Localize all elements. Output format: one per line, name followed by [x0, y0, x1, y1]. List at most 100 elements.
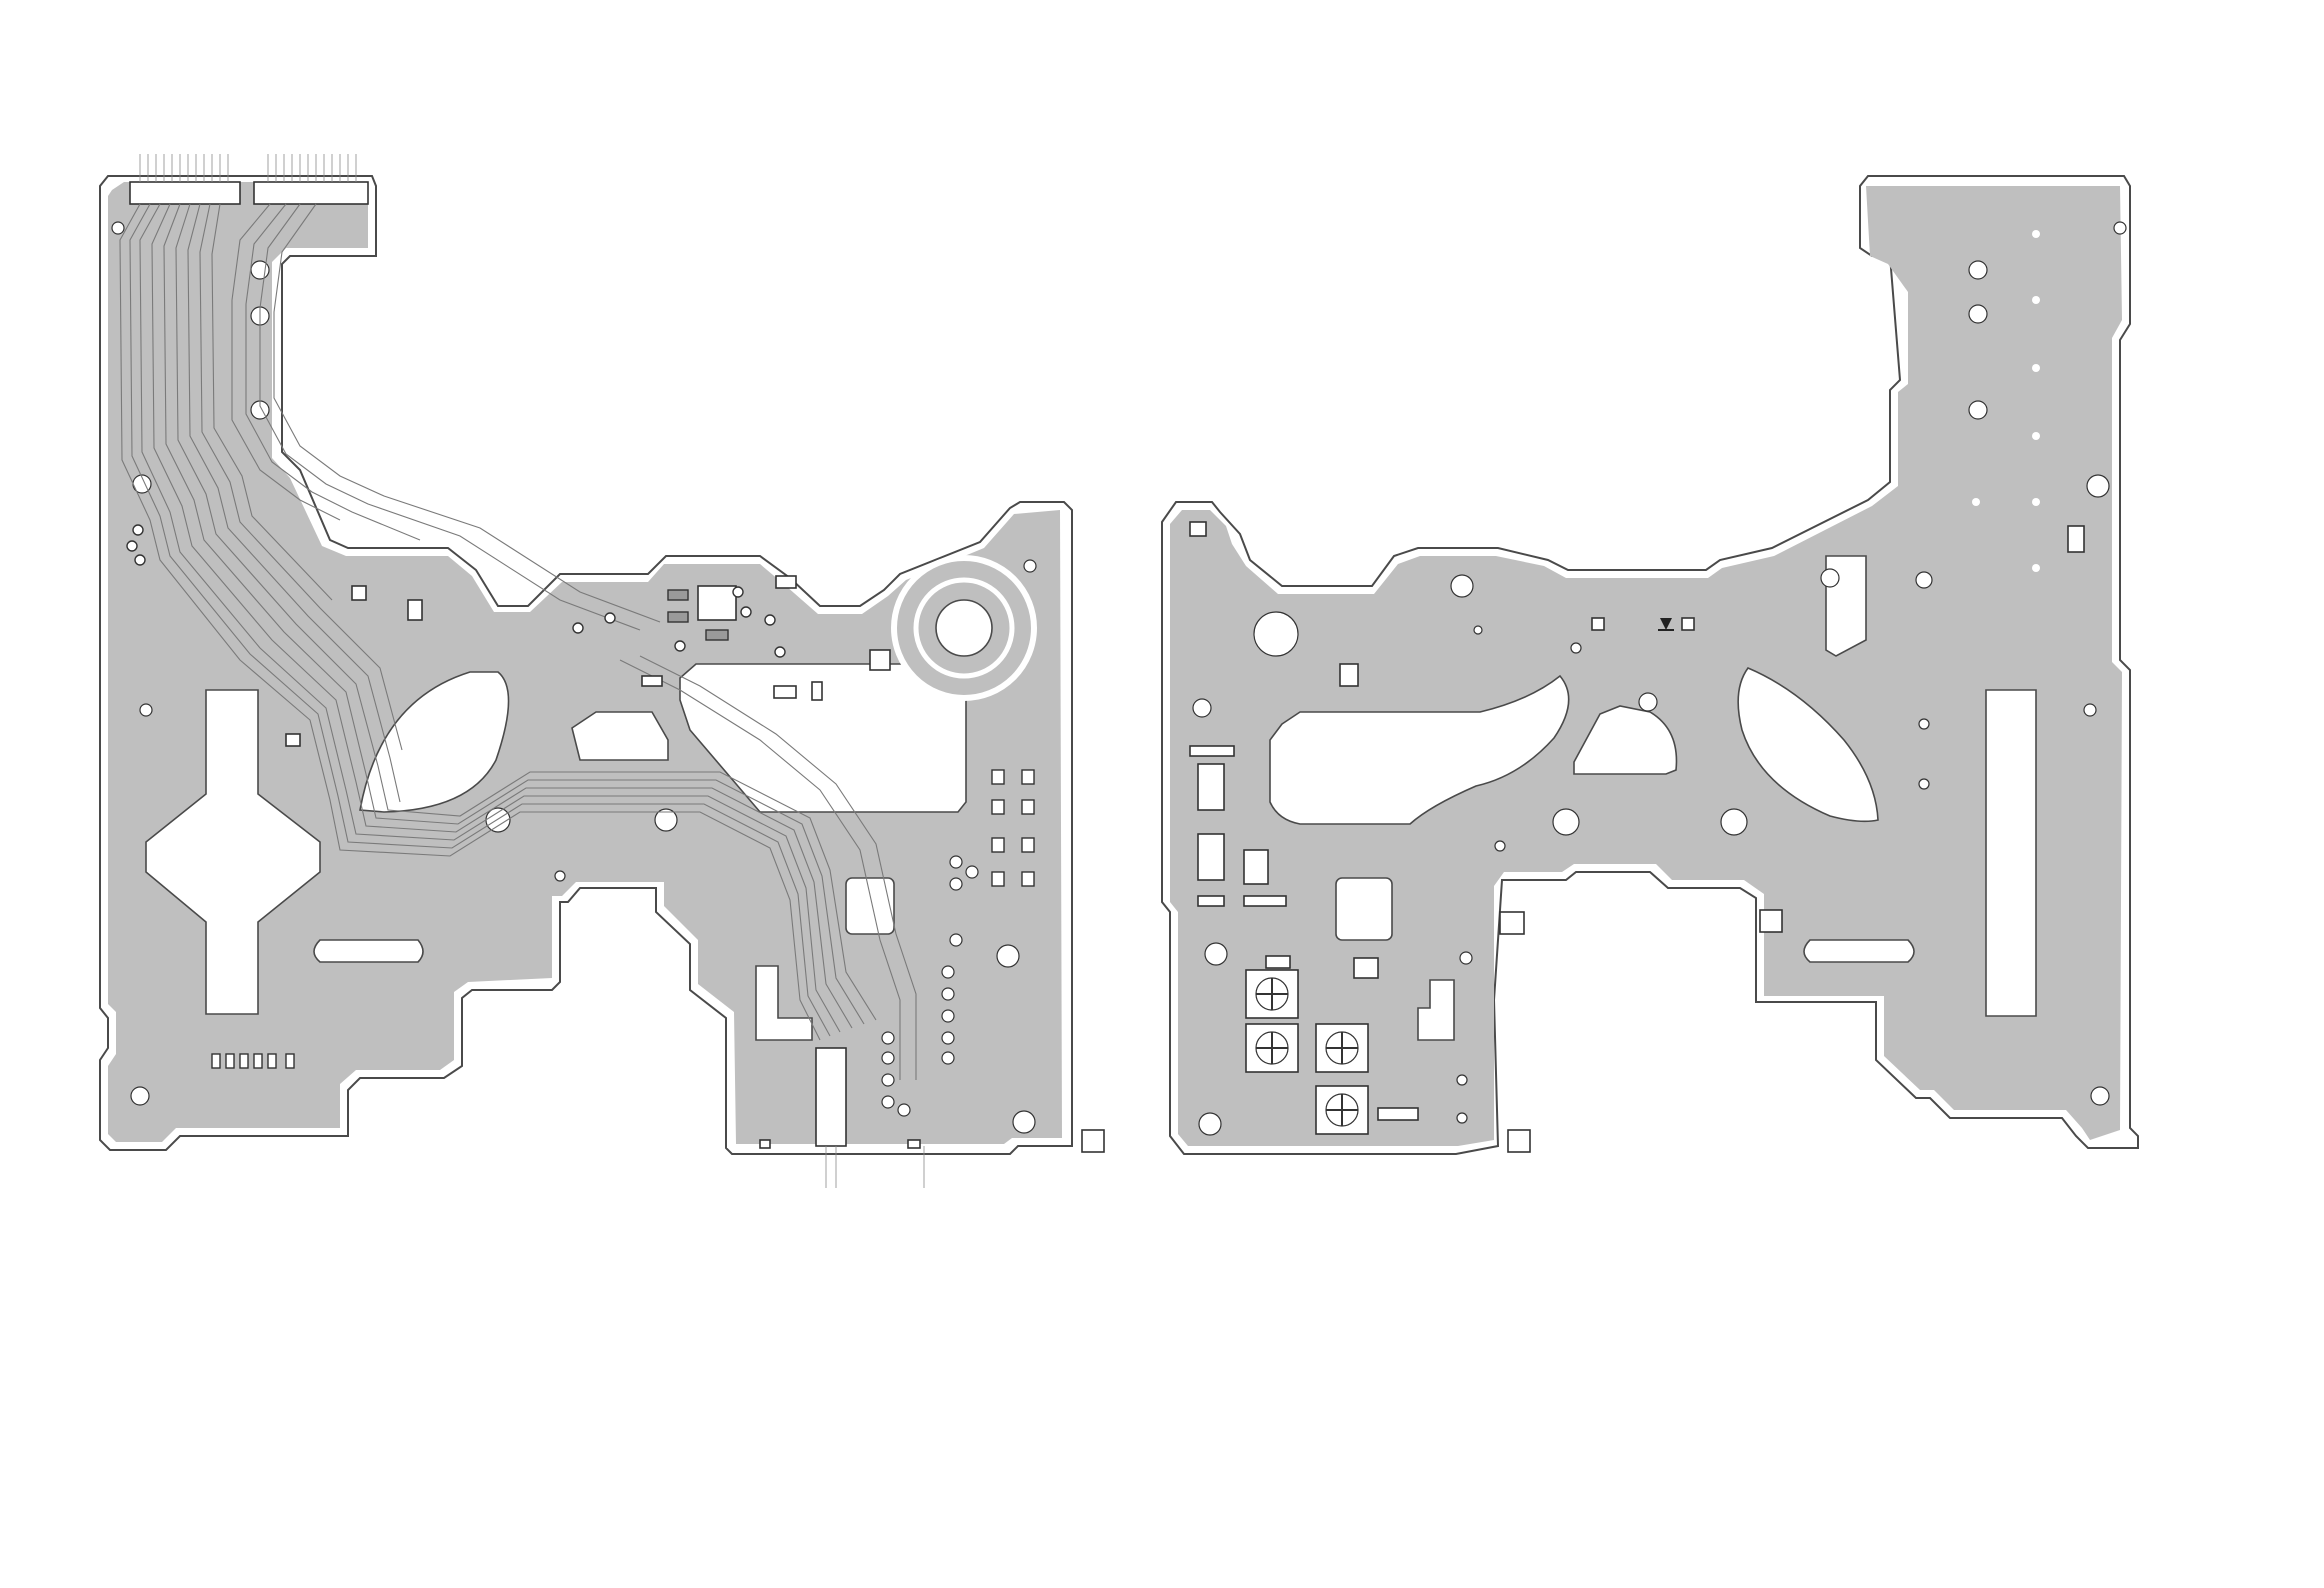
via — [950, 878, 962, 890]
mounting-hole — [1457, 1075, 1467, 1085]
dot — [1972, 498, 1980, 506]
smd-component — [1378, 1108, 1418, 1120]
pad — [1022, 872, 1034, 886]
mounting-hole — [2114, 222, 2126, 234]
mounting-hole — [1571, 643, 1581, 653]
pad — [1022, 770, 1034, 784]
smd-component — [1190, 746, 1234, 756]
right-board-square-cutout — [1336, 878, 1392, 940]
pad — [605, 613, 615, 623]
mounting-hole — [997, 945, 1019, 967]
pad — [573, 623, 583, 633]
pad — [765, 615, 775, 625]
smd-component — [908, 1140, 920, 1148]
pad — [733, 587, 743, 597]
smd-component — [642, 676, 662, 686]
potentiometer — [1316, 1024, 1368, 1072]
smd-component — [668, 590, 688, 600]
via — [942, 966, 954, 978]
long-slot-cutout — [314, 940, 423, 962]
mounting-hole — [1916, 572, 1932, 588]
mounting-hole — [1919, 779, 1929, 789]
pad — [992, 800, 1004, 814]
flex-connector — [254, 182, 368, 204]
pad — [212, 1054, 220, 1068]
pad — [286, 1054, 294, 1068]
mounting-hole — [2087, 475, 2109, 497]
pad — [226, 1054, 234, 1068]
via — [950, 934, 962, 946]
smd-component — [1500, 912, 1524, 934]
mounting-hole — [1969, 261, 1987, 279]
motor-ring — [894, 558, 1034, 698]
mounting-hole — [1199, 1113, 1221, 1135]
pad — [992, 770, 1004, 784]
via — [942, 1052, 954, 1064]
mounting-hole — [131, 1087, 149, 1105]
pad — [1022, 838, 1034, 852]
pad — [135, 555, 145, 565]
smd-component — [408, 600, 422, 620]
pad — [741, 607, 751, 617]
mounting-hole — [1821, 569, 1839, 587]
smd-component — [760, 1140, 770, 1148]
mounting-hole — [1721, 809, 1747, 835]
smd-component — [706, 630, 728, 640]
switch — [1198, 764, 1224, 810]
right-board — [1162, 176, 2138, 1154]
mounting-hole — [1474, 626, 1482, 634]
right-board-long-slot — [1804, 940, 1914, 962]
square-cutout — [846, 878, 894, 934]
mounting-hole — [1553, 809, 1579, 835]
potentiometer — [1246, 1024, 1298, 1072]
pad — [1022, 800, 1034, 814]
right-board-corner-marker — [1508, 1130, 1530, 1152]
smd-component — [1198, 896, 1224, 906]
via — [942, 988, 954, 1000]
pad — [240, 1054, 248, 1068]
smd-component — [668, 612, 688, 622]
motor-ring-hole — [936, 600, 992, 656]
smd-component — [352, 586, 366, 600]
smd-component — [1266, 956, 1290, 968]
pad — [254, 1054, 262, 1068]
flex-connector — [816, 1048, 846, 1146]
smd-component — [812, 682, 822, 700]
pad — [268, 1054, 276, 1068]
smd-component — [776, 576, 796, 588]
smd-component — [870, 650, 890, 670]
via — [898, 1104, 910, 1116]
via — [882, 1052, 894, 1064]
mounting-hole — [1013, 1111, 1035, 1133]
mounting-hole — [555, 871, 565, 881]
mounting-hole — [1451, 575, 1473, 597]
pad — [133, 525, 143, 535]
pad — [992, 838, 1004, 852]
smd-component — [774, 686, 796, 698]
dot — [2032, 432, 2040, 440]
via — [942, 1032, 954, 1044]
mounting-hole — [1193, 699, 1211, 717]
right-board-copper — [1170, 186, 2122, 1146]
mounting-hole — [1495, 841, 1505, 851]
mounting-hole — [1205, 943, 1227, 965]
mounting-hole — [2084, 704, 2096, 716]
via — [882, 1096, 894, 1108]
via — [966, 866, 978, 878]
center-bay-cutout — [572, 712, 668, 760]
mounting-hole — [1919, 719, 1929, 729]
left-board-corner-marker — [1082, 1130, 1104, 1152]
left-board — [100, 154, 1104, 1188]
mounting-hole — [1460, 952, 1472, 964]
smd-component — [1190, 522, 1206, 536]
dot — [2032, 296, 2040, 304]
smd-component — [1340, 664, 1358, 686]
dot — [2032, 564, 2040, 572]
smd-component — [1244, 850, 1268, 884]
mounting-hole — [140, 704, 152, 716]
mounting-hole — [1639, 693, 1657, 711]
smd-component — [1592, 618, 1604, 630]
dot — [2032, 230, 2040, 238]
pad — [775, 647, 785, 657]
switch — [1198, 834, 1224, 880]
